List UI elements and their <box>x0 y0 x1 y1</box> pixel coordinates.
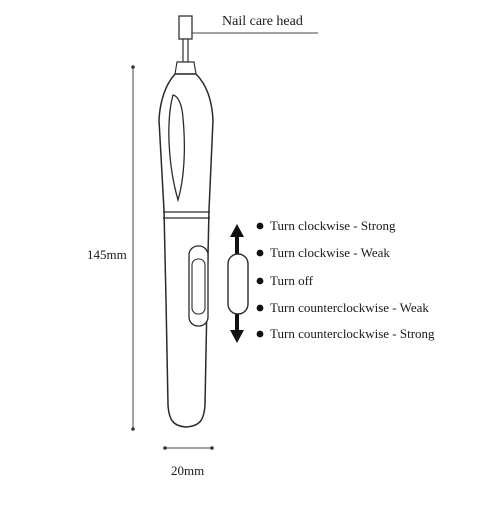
mode-counterclockwise-strong: Turn counterclockwise - Strong <box>270 326 435 341</box>
switch-mode-list: Turn clockwise - Strong Turn clockwise -… <box>256 218 435 341</box>
switch-enlarged-view <box>227 253 249 315</box>
mode-off: Turn off <box>270 273 314 288</box>
head-label: Nail care head <box>222 14 303 29</box>
bullet-icon <box>256 304 264 312</box>
rotary-switch <box>188 245 209 327</box>
width-label: 20mm <box>171 463 204 478</box>
nail-care-head <box>178 15 193 63</box>
mode-clockwise-strong: Turn clockwise - Strong <box>270 218 396 233</box>
bullet-icon <box>256 330 264 338</box>
bullet-icon <box>256 222 264 230</box>
width-dimension-line <box>163 446 214 450</box>
height-dimension-line <box>131 65 135 431</box>
height-label: 145mm <box>87 247 127 262</box>
mode-counterclockwise-weak: Turn counterclockwise - Weak <box>270 300 429 315</box>
bullet-icon <box>256 249 264 257</box>
mode-clockwise-weak: Turn clockwise - Weak <box>270 245 390 260</box>
bullet-icon <box>256 277 264 285</box>
pen-body <box>158 61 214 428</box>
